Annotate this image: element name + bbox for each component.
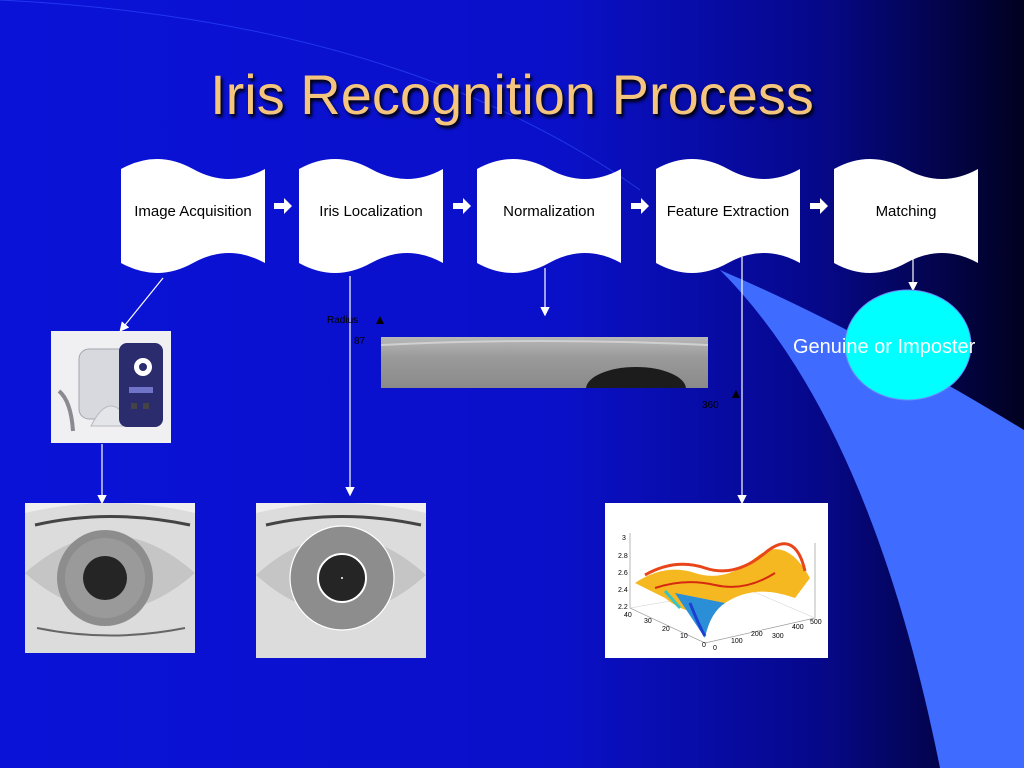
- y-tick: 0: [702, 642, 706, 649]
- step-matching: Matching: [834, 155, 978, 279]
- decision-label: Genuine or Imposter: [793, 336, 976, 358]
- z-tick: 2.2: [618, 604, 628, 611]
- z-tick: 2.8: [618, 553, 628, 560]
- decision-ellipse: [844, 289, 972, 401]
- y-tick: 30: [644, 618, 652, 625]
- page-title: Iris Recognition Process: [210, 63, 814, 126]
- normalized-iris-strip: [381, 337, 708, 388]
- step-iris-localization: Iris Localization: [299, 155, 443, 279]
- flow-arrow-3: [631, 198, 649, 214]
- eye-image: [25, 503, 195, 653]
- x-tick: 500: [810, 619, 822, 626]
- x-tick: 400: [792, 624, 804, 631]
- x-tick: 0: [713, 645, 717, 652]
- x-tick: 200: [751, 631, 763, 638]
- step-label: Matching: [875, 203, 937, 220]
- y-tick: 10: [680, 633, 688, 640]
- step-label: Iris Localization: [319, 203, 423, 220]
- step-label: Normalization: [503, 203, 595, 220]
- step-image-acquisition: Image Acquisition: [121, 155, 265, 279]
- step-label: Feature Extraction: [666, 203, 790, 220]
- flow-arrow-2: [453, 198, 471, 214]
- y-tick: 20: [662, 626, 670, 633]
- axis-arrows: [376, 316, 740, 398]
- z-tick: 2.4: [618, 587, 628, 594]
- radius-label: Radius: [327, 315, 359, 326]
- flow-arrow-4: [810, 198, 828, 214]
- flow-arrow-1: [274, 198, 292, 214]
- x-tick: 300: [772, 633, 784, 640]
- z-tick: 2.6: [618, 570, 628, 577]
- y-tick: 40: [624, 612, 632, 619]
- feature-surface-plot: 3 2.8 2.6 2.4 2.2 40 30 20 10 0 0 100 20…: [605, 503, 828, 658]
- step-label: Image Acquisition: [134, 203, 252, 220]
- step-normalization: Normalization: [477, 155, 621, 279]
- localized-eye-image: [256, 503, 426, 658]
- angle-value: 360: [702, 400, 719, 411]
- z-tick: 3: [622, 535, 626, 542]
- step-feature-extraction: Feature Extraction: [656, 155, 800, 279]
- radius-value: 87: [354, 336, 366, 347]
- iris-camera-image: [51, 331, 171, 443]
- x-tick: 100: [731, 638, 743, 645]
